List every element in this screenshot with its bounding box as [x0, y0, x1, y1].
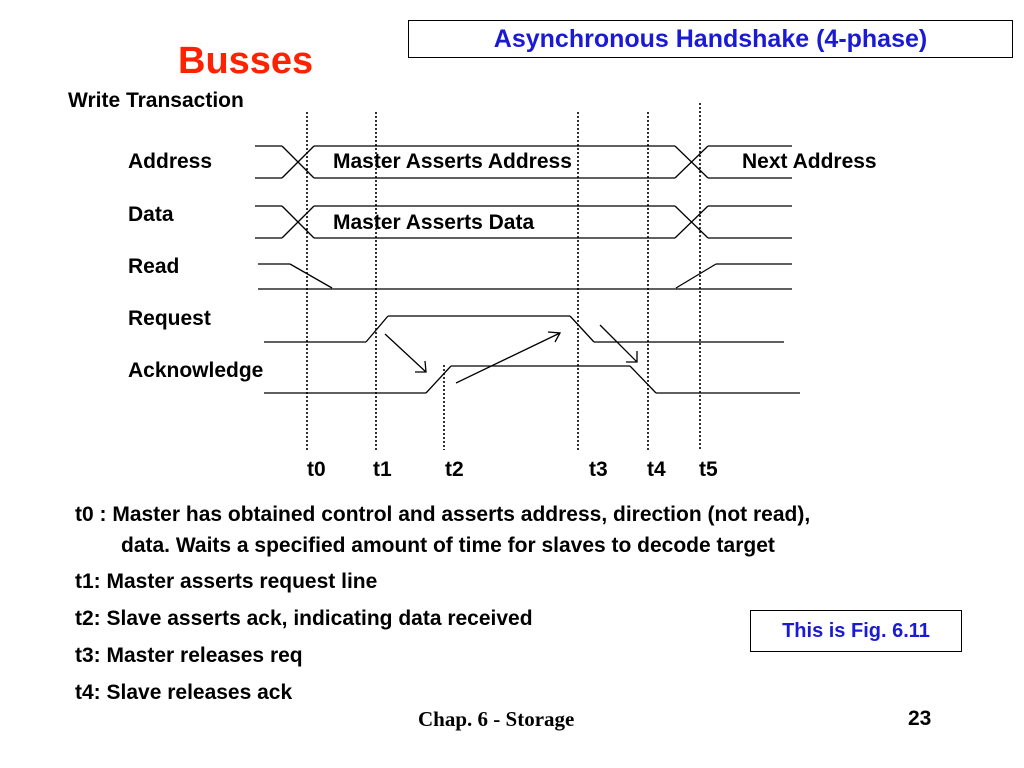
- diagram-subtitle: Write Transaction: [68, 89, 244, 112]
- next-address-label: Next Address: [742, 150, 877, 173]
- address-value-label: Master Asserts Address: [333, 150, 572, 173]
- description-t3: t3: Master releases req: [75, 644, 303, 667]
- time-label-t2: t2: [445, 458, 464, 481]
- slide-header-title: Asynchronous Handshake (4-phase): [408, 20, 1013, 58]
- time-label-t3: t3: [589, 458, 608, 481]
- arrow-ack-to-req: [455, 332, 561, 384]
- acknowledge-waveform: [264, 365, 800, 394]
- signal-label-data: Data: [128, 203, 174, 226]
- data-waveform: [255, 205, 792, 239]
- arrow-req-release: [599, 324, 638, 363]
- signal-label-read: Read: [128, 255, 180, 278]
- time-label-t1: t1: [373, 458, 392, 481]
- address-waveform: [255, 145, 792, 179]
- figure-note: This is Fig. 6.11: [750, 610, 962, 652]
- description-t2: t2: Slave asserts ack, indicating data r…: [75, 607, 533, 630]
- description-t0-line2: data. Waits a specified amount of time f…: [121, 534, 775, 557]
- time-label-t5: t5: [699, 458, 718, 481]
- description-t4: t4: Slave releases ack: [75, 681, 293, 704]
- slide-title: Busses: [178, 40, 314, 82]
- description-t1: t1: Master asserts request line: [75, 570, 378, 593]
- page-number: 23: [908, 707, 932, 730]
- request-waveform: [264, 315, 784, 343]
- read-waveform: [258, 263, 792, 290]
- time-label-t4: t4: [647, 458, 666, 481]
- signal-label-request: Request: [128, 307, 211, 330]
- signal-label-address: Address: [128, 150, 213, 173]
- description-t0-line1: t0 : Master has obtained control and ass…: [75, 503, 811, 526]
- signal-label-acknowledge: Acknowledge: [128, 359, 264, 382]
- footer-chapter: Chap. 6 - Storage: [418, 707, 575, 731]
- handshake-arrows: [384, 324, 638, 384]
- arrow-req-to-ack: [384, 333, 427, 373]
- data-value-label: Master Asserts Data: [333, 211, 535, 234]
- time-label-t0: t0: [307, 458, 326, 481]
